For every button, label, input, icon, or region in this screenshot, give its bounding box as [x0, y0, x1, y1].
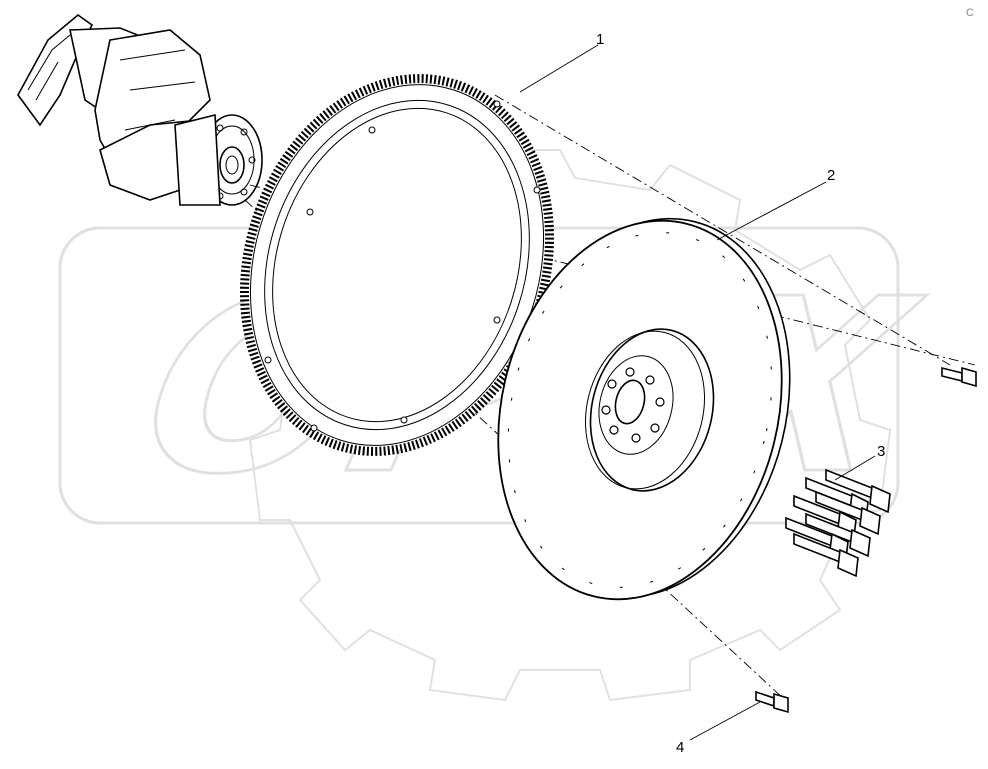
corner-mark: C — [966, 7, 974, 19]
callout-ring-gear: 1 — [596, 31, 604, 48]
leader-lines — [519, 44, 876, 741]
callout-flywheel: 2 — [827, 167, 835, 184]
bolt-bottom — [755, 690, 789, 714]
flywheel-hub-holes — [601, 367, 665, 443]
ring-gear-holes — [264, 100, 541, 432]
bolt-right — [941, 366, 977, 388]
crankshaft — [17, 13, 263, 206]
bolt-cluster — [785, 468, 891, 578]
callout-single-bolt: 4 — [676, 739, 684, 756]
flywheel — [497, 217, 791, 601]
watermark-gear — [248, 149, 892, 702]
callout-flywheel-bolts: 3 — [877, 443, 885, 460]
